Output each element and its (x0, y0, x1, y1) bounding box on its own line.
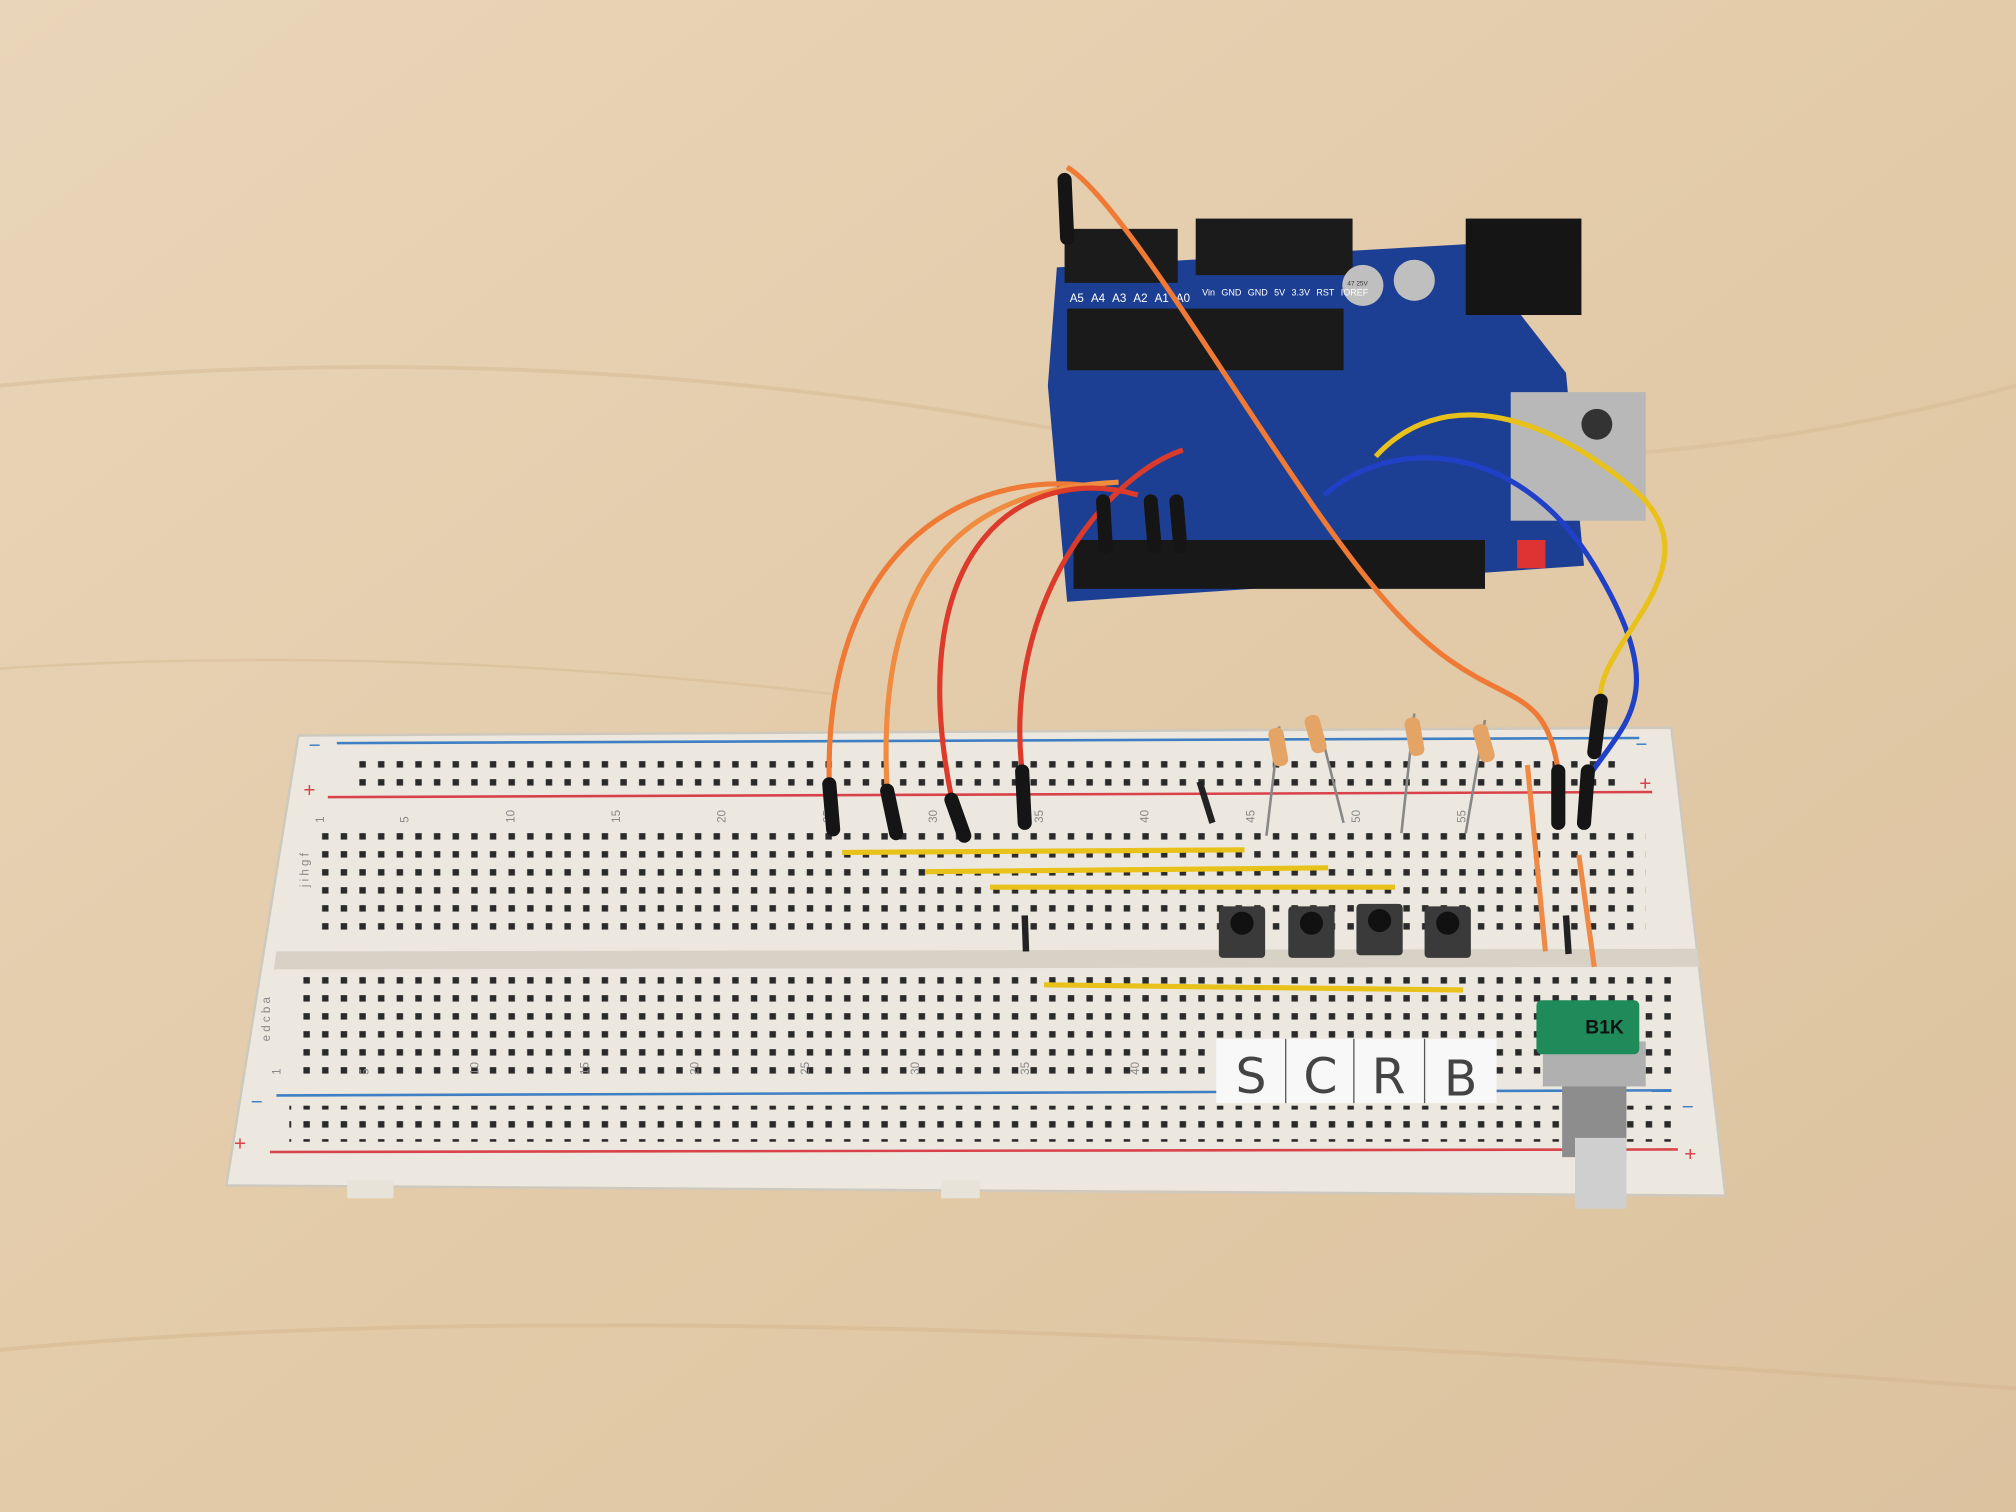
push-buttons (1218, 903, 1471, 958)
power-label: IOREF (1341, 288, 1369, 298)
row-labels-top: j i h g f (300, 852, 312, 888)
yellow-jumpers (842, 847, 1464, 993)
column-number: 1 (271, 1068, 283, 1074)
column-number: 20 (690, 1062, 702, 1075)
reset-button (1517, 540, 1546, 569)
capacitor (1342, 264, 1384, 306)
svg-text:Vin GND GND: Vin GND GND 5V 3.3V RST IOREF (1202, 288, 1369, 298)
column-number: 30 (910, 1062, 922, 1075)
column-number: 10 (505, 810, 517, 823)
column-number: 50 (1351, 810, 1363, 823)
wire-connectors (822, 172, 1608, 843)
label-b: B (1444, 1050, 1478, 1107)
column-number: 40 (1140, 810, 1152, 823)
usb-port (1510, 392, 1646, 521)
svg-text:A5 A4 A3 A2: A5 A4 A3 A2 A1 A0 (1070, 293, 1190, 305)
analog-label: A2 (1133, 293, 1147, 305)
breadboard-feet (347, 1180, 980, 1199)
column-number: 35 (1034, 810, 1046, 823)
column-number: 25 (800, 1062, 812, 1075)
rail-plus-label: + (303, 779, 315, 802)
rail-minus-label: − (251, 1090, 263, 1113)
power-label: RST (1316, 288, 1335, 298)
analog-label: A3 (1112, 293, 1126, 305)
column-number: 15 (611, 810, 623, 823)
column-number: 35 (1020, 1062, 1032, 1075)
rail-minus-label: − (1682, 1095, 1694, 1118)
column-number: 5 (400, 816, 412, 822)
column-number: 20 (717, 810, 729, 823)
dc-jack (1465, 218, 1582, 315)
rail-red-bottom (269, 1148, 1678, 1154)
power-label: 3.3V (1292, 288, 1311, 298)
rail-minus-label: − (309, 734, 321, 757)
label-r: R (1372, 1048, 1406, 1105)
digital-header (1073, 540, 1485, 589)
column-number: 55 (1457, 810, 1469, 823)
atmega-chip (1067, 308, 1344, 371)
label-c: C (1303, 1048, 1337, 1105)
column-number: 40 (1130, 1062, 1142, 1075)
column-number: 15 (580, 1062, 592, 1075)
column-number: 5 (359, 1068, 371, 1074)
power-header (1195, 218, 1353, 276)
row-labels-bottom: e d c b a (261, 997, 273, 1042)
power-label: GND (1248, 288, 1269, 298)
power-label: Vin (1202, 288, 1215, 298)
column-number: 10 (469, 1062, 481, 1075)
button-labels: S C R B (1216, 1038, 1497, 1107)
potentiometer: B1K (1536, 1000, 1646, 1209)
analog-label: A5 (1070, 293, 1084, 305)
analog-label: A1 (1155, 293, 1169, 305)
column-number: 45 (1245, 810, 1257, 823)
rail-plus-label: + (1639, 773, 1651, 796)
power-label: 5V (1274, 288, 1285, 298)
rail-minus-label: − (1635, 733, 1647, 756)
analog-label: A4 (1091, 293, 1106, 305)
column-number: 1 (315, 816, 327, 822)
capacitor-label: 47 25V (1347, 280, 1368, 287)
rail-plus-label: + (1684, 1143, 1696, 1166)
power-label: GND (1221, 288, 1242, 298)
capacitor (1393, 259, 1435, 301)
potentiometer-label: B1K (1585, 1018, 1624, 1039)
label-s: S (1235, 1048, 1266, 1105)
arduino-board: A5 A4 A3 A2 A1 A0 Vin GND GND 5V 3.3V RS… (1047, 218, 1646, 602)
rail-red-top (327, 790, 1653, 799)
jumper-wires (826, 164, 1668, 798)
column-number: 30 (928, 810, 940, 823)
resistors (1265, 713, 1495, 836)
rail-plus-label: + (234, 1133, 246, 1156)
